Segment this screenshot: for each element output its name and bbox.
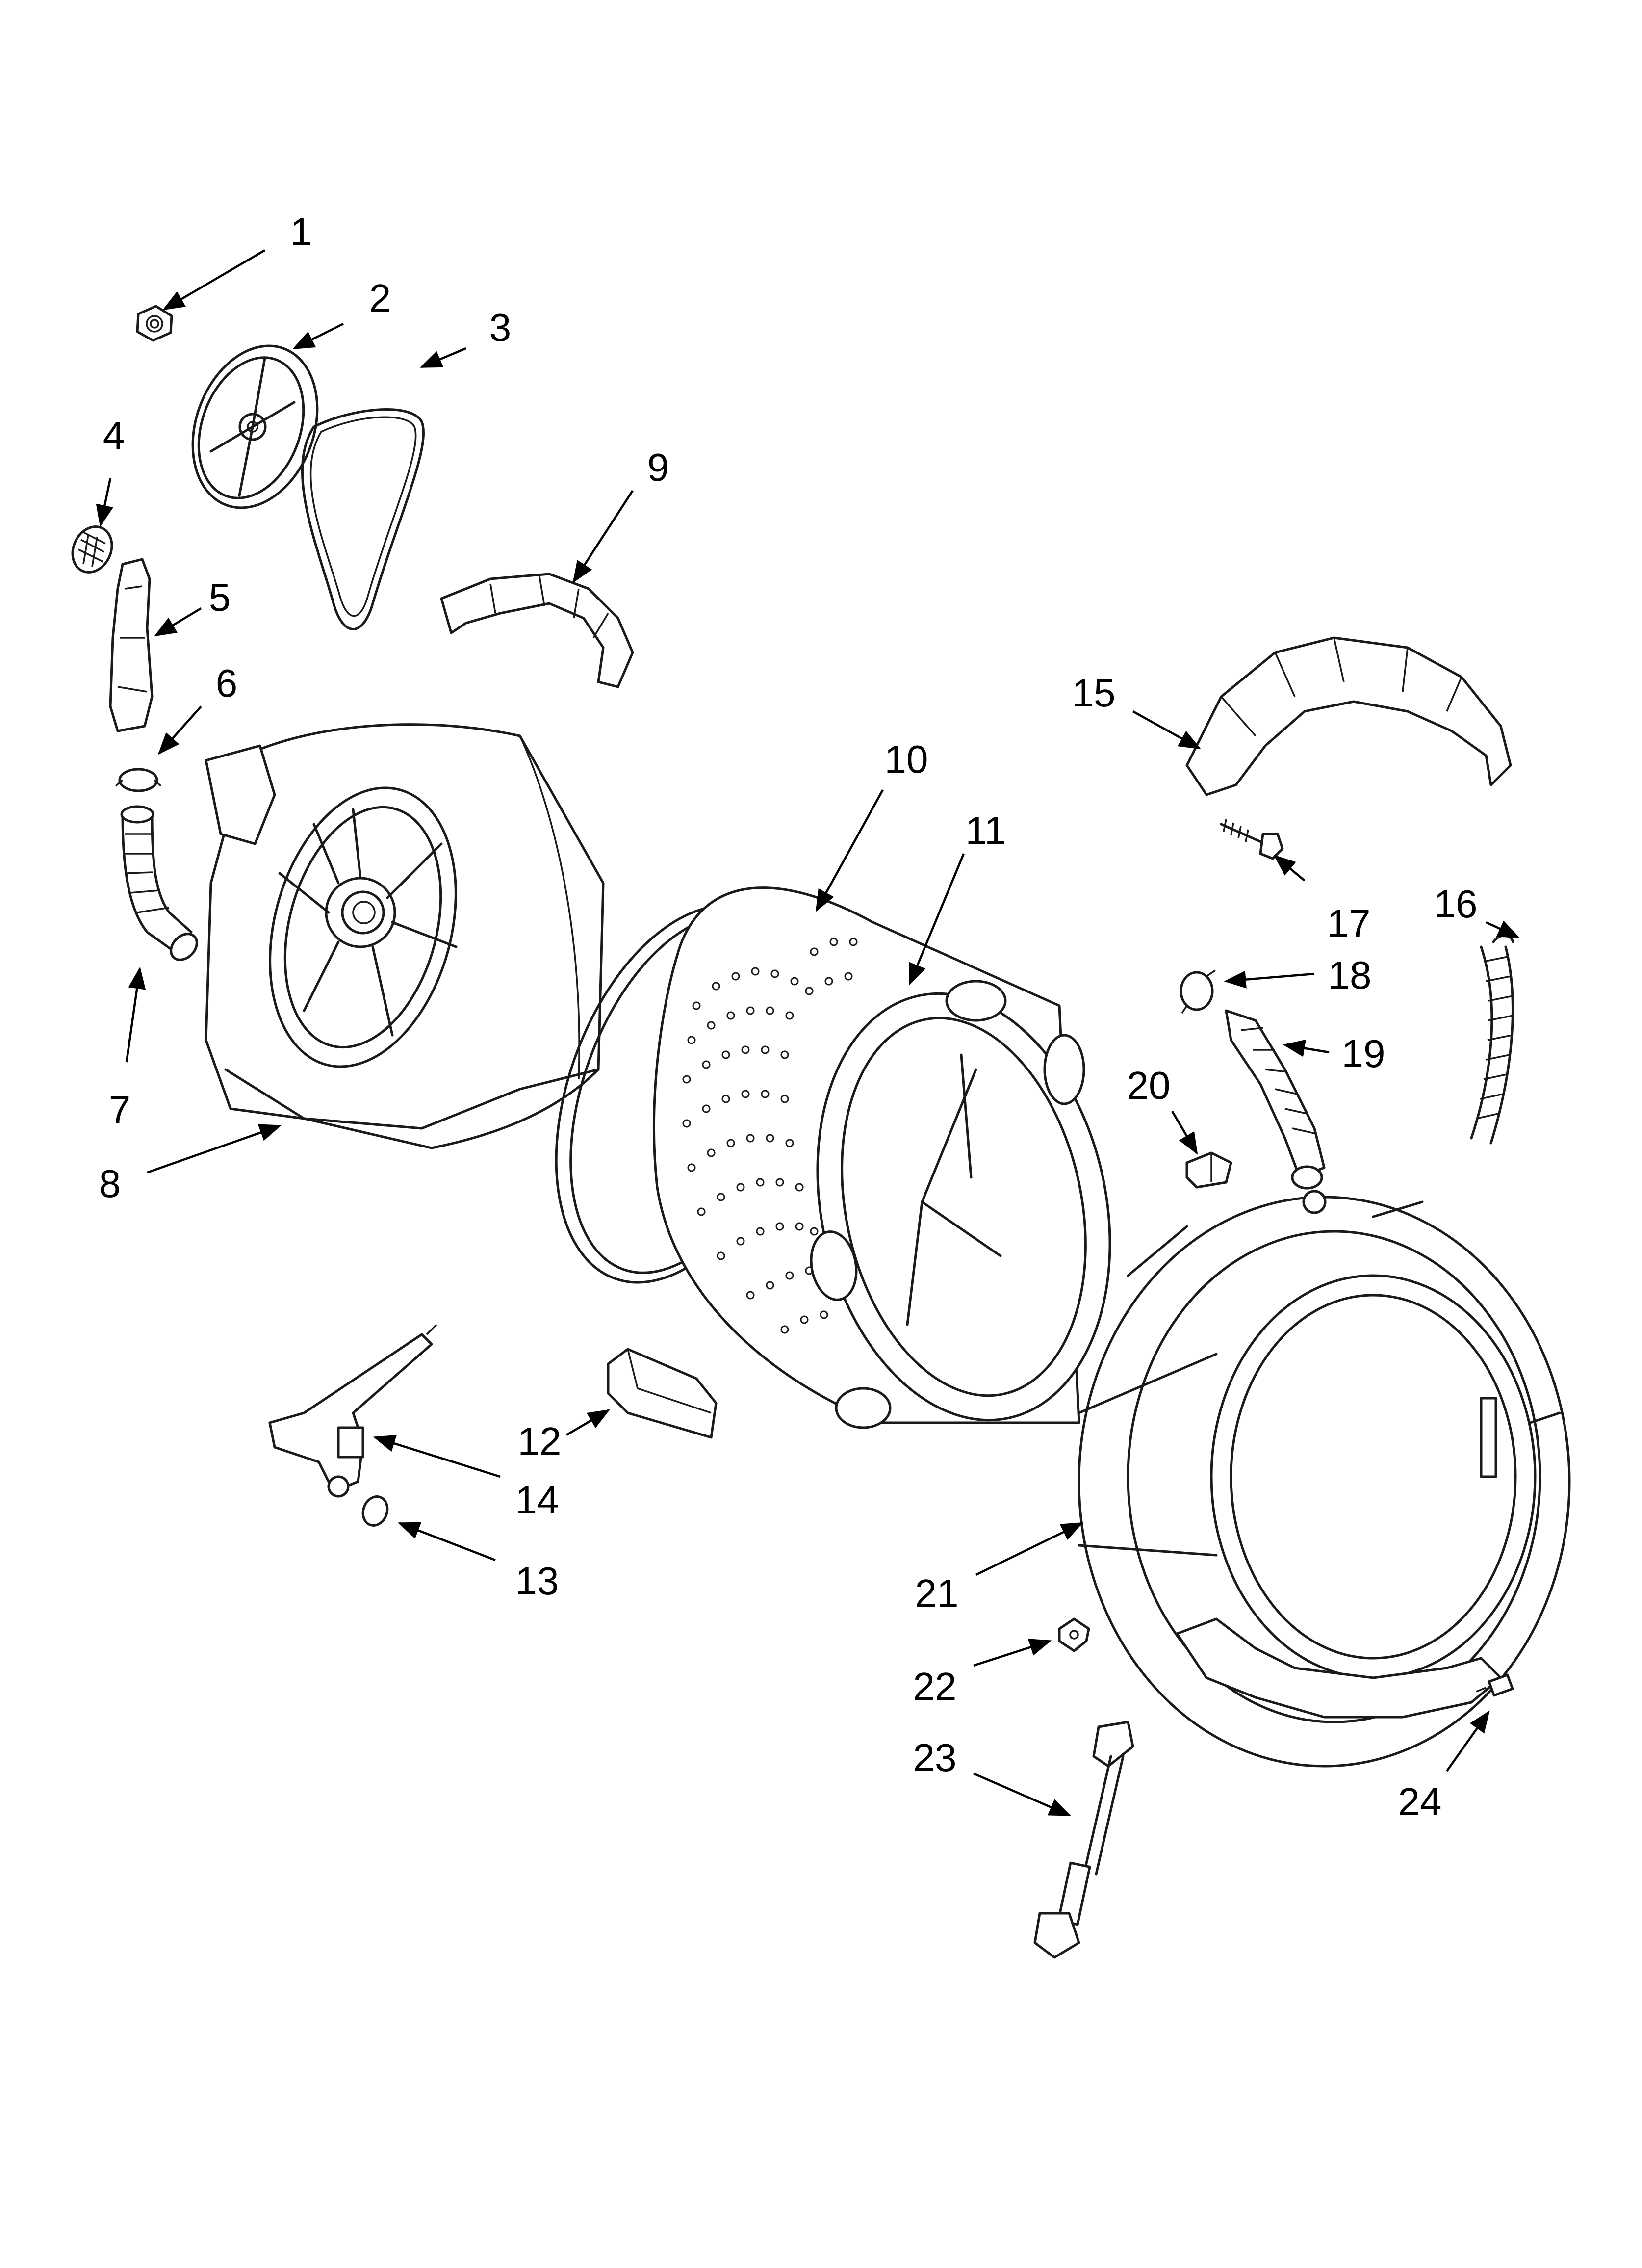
callout-19: 19: [1342, 1032, 1385, 1075]
part-3-drive-belt: [301, 408, 425, 630]
part-9-bracket: [440, 573, 634, 688]
callout-8: 8: [99, 1162, 121, 1205]
part-23-shock-absorber: [1033, 1721, 1134, 1959]
callout-22: 22: [913, 1665, 957, 1708]
callout-9: 9: [647, 445, 669, 489]
leader-lines: [96, 249, 1520, 1817]
part-21-front-tub: [1078, 1190, 1571, 1768]
part-8-rear-tub: [205, 723, 605, 1149]
part-7-drain-hose: [120, 805, 198, 961]
callout-14: 14: [515, 1478, 559, 1522]
part-17-screw: [1220, 819, 1284, 860]
part-15-bracket: [1185, 636, 1512, 796]
callout-24: 24: [1398, 1780, 1442, 1824]
part-12-lifter: [607, 1348, 718, 1439]
callout-7: 7: [109, 1088, 131, 1132]
callout-12: 12: [518, 1419, 562, 1463]
part-20-clip: [1185, 1151, 1232, 1189]
callout-1: 1: [290, 210, 312, 254]
callout-10: 10: [885, 737, 928, 781]
part-19-bellows: [1225, 1009, 1326, 1190]
part-2-pulley: [191, 344, 319, 509]
callout-20: 20: [1127, 1064, 1171, 1107]
basket-perforations: [682, 938, 858, 1334]
callout-15: 15: [1072, 671, 1116, 715]
part-13-o-ring: [361, 1495, 389, 1527]
part-14-heater: [268, 1324, 437, 1498]
callout-16: 16: [1434, 882, 1478, 926]
callout-5: 5: [209, 575, 231, 619]
callout-21: 21: [915, 1571, 959, 1615]
part-16-spring: [1470, 934, 1514, 1145]
part-18-clamp: [1180, 969, 1216, 1014]
part-6-clamp: [115, 768, 162, 792]
part-24-bolt: [1476, 1673, 1514, 1697]
callout-6: 6: [216, 661, 238, 705]
part-4-filter-cap: [71, 525, 113, 574]
callout-13: 13: [515, 1559, 559, 1603]
part-11-basket: [653, 886, 1111, 1429]
callout-17: 17: [1327, 902, 1371, 945]
part-22-clip: [1058, 1617, 1090, 1652]
callout-4: 4: [103, 414, 125, 457]
callout-23: 23: [913, 1736, 957, 1779]
part-5-hose-bracket: [109, 558, 154, 732]
callout-2: 2: [369, 276, 391, 320]
callout-labels: 1 2 3 4 5 6 7 8 9 10 11 12 13 14 15 16 1…: [99, 210, 1478, 1824]
callout-3: 3: [489, 306, 512, 349]
callout-11: 11: [965, 808, 1006, 852]
part-1-nut: [136, 305, 173, 342]
callout-18: 18: [1328, 953, 1372, 997]
